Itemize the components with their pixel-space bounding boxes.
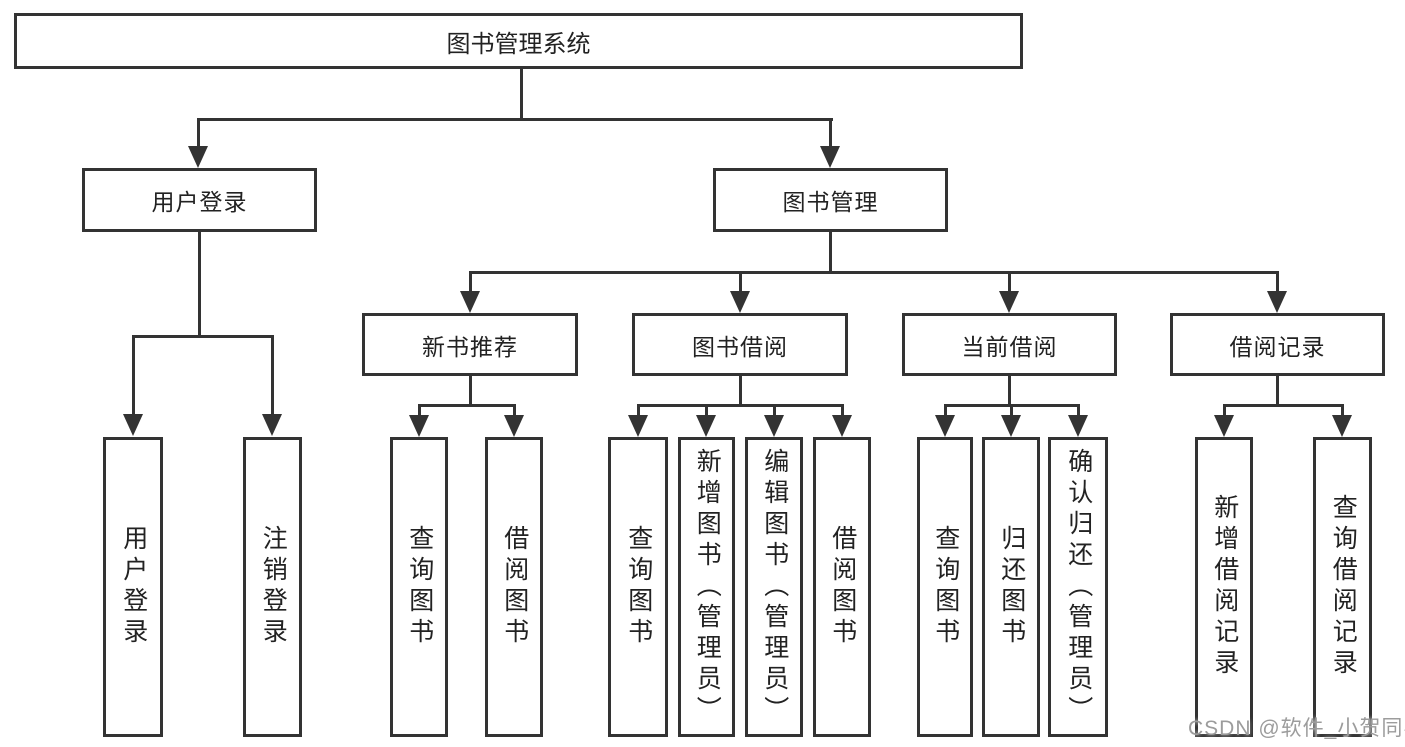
leaf-user-login: 用户登录 — [103, 437, 163, 737]
connector-stem-add-record — [1223, 404, 1226, 416]
connector-new-book-split — [418, 404, 516, 407]
leaf-query-borrow-record: 查询借阅记录 — [1313, 437, 1372, 737]
leaf-borrow-book: 借阅图书 — [813, 437, 871, 737]
arrowhead-login-leaf — [123, 414, 143, 436]
leaf-edit-book-admin: 编辑图书（管理员） — [745, 437, 803, 737]
leaf-confirm-return-admin: 确认归还（管理员） — [1048, 437, 1108, 737]
connector-stem-book-management — [829, 118, 832, 146]
connector-stem-book-borrow — [739, 271, 742, 292]
connector-stem-user-login — [197, 118, 200, 146]
arrowhead-current-borrow — [999, 291, 1019, 313]
connector-stem-confirm-return — [1077, 404, 1080, 416]
connector-level3-split — [469, 271, 1279, 274]
arrowhead-book-borrow — [730, 291, 750, 313]
connector-stem-current-borrow — [1008, 271, 1011, 292]
connector-stem-add-book — [705, 404, 708, 416]
leaf-query-book-current: 查询图书 — [917, 437, 973, 737]
arrowhead-edit-book — [764, 415, 784, 437]
connector-new-book-drop — [469, 376, 472, 406]
arrowhead-user-login — [188, 146, 208, 168]
arrowhead-query-book-1 — [409, 415, 429, 437]
arrowhead-return-book — [1001, 415, 1021, 437]
arrowhead-new-book — [460, 291, 480, 313]
leaf-return-book: 归还图书 — [982, 437, 1040, 737]
node-user-login: 用户登录 — [82, 168, 317, 232]
connector-root-drop — [520, 69, 523, 119]
arrowhead-confirm-return — [1068, 415, 1088, 437]
connector-stem-query-book-2 — [637, 404, 640, 416]
connector-borrow-record-split — [1223, 404, 1344, 407]
connector-stem-logout-leaf — [271, 335, 274, 415]
connector-user-login-split — [132, 335, 274, 338]
arrowhead-add-book — [696, 415, 716, 437]
connector-book-borrow-split — [637, 404, 844, 407]
csdn-watermark: CSDN @软件_小贺同学 — [1188, 717, 1405, 740]
node-book-borrow: 图书借阅 — [632, 313, 848, 376]
arrowhead-query-record — [1332, 415, 1352, 437]
arrowhead-query-book-2 — [628, 415, 648, 437]
connector-stem-query-record — [1341, 404, 1344, 416]
connector-stem-return-book — [1010, 404, 1013, 416]
node-current-borrow: 当前借阅 — [902, 313, 1117, 376]
connector-stem-borrow-book-2 — [841, 404, 844, 416]
arrowhead-borrow-book-2 — [832, 415, 852, 437]
arrowhead-borrow-record — [1267, 291, 1287, 313]
leaf-add-borrow-record: 新增借阅记录 — [1195, 437, 1253, 737]
connector-stem-edit-book — [773, 404, 776, 416]
connector-borrow-record-drop — [1276, 376, 1279, 406]
leaf-borrow-book-recommend: 借阅图书 — [485, 437, 543, 737]
node-book-management: 图书管理 — [713, 168, 948, 232]
leaf-query-book-borrow: 查询图书 — [608, 437, 668, 737]
leaf-query-book-recommend: 查询图书 — [390, 437, 448, 737]
connector-level2-split — [197, 118, 833, 121]
leaf-add-book-admin: 新增图书（管理员） — [678, 437, 735, 737]
connector-stem-login-leaf — [132, 335, 135, 415]
connector-current-borrow-drop — [1008, 376, 1011, 406]
connector-stem-new-book — [469, 271, 472, 292]
connector-book-borrow-drop — [739, 376, 742, 406]
leaf-logout: 注销登录 — [243, 437, 302, 737]
connector-user-login-drop — [198, 232, 201, 336]
connector-book-management-drop — [829, 232, 832, 272]
arrowhead-query-book-3 — [935, 415, 955, 437]
connector-stem-query-book-3 — [944, 404, 947, 416]
connector-stem-borrow-record — [1276, 271, 1279, 292]
connector-stem-borrow-book-1 — [513, 404, 516, 416]
node-new-book-recommend: 新书推荐 — [362, 313, 578, 376]
arrowhead-book-management — [820, 146, 840, 168]
node-library-management-system: 图书管理系统 — [14, 13, 1023, 69]
connector-stem-query-book-1 — [418, 404, 421, 416]
node-borrow-record: 借阅记录 — [1170, 313, 1385, 376]
arrowhead-logout-leaf — [262, 414, 282, 436]
arrowhead-add-record — [1214, 415, 1234, 437]
arrowhead-borrow-book-1 — [504, 415, 524, 437]
